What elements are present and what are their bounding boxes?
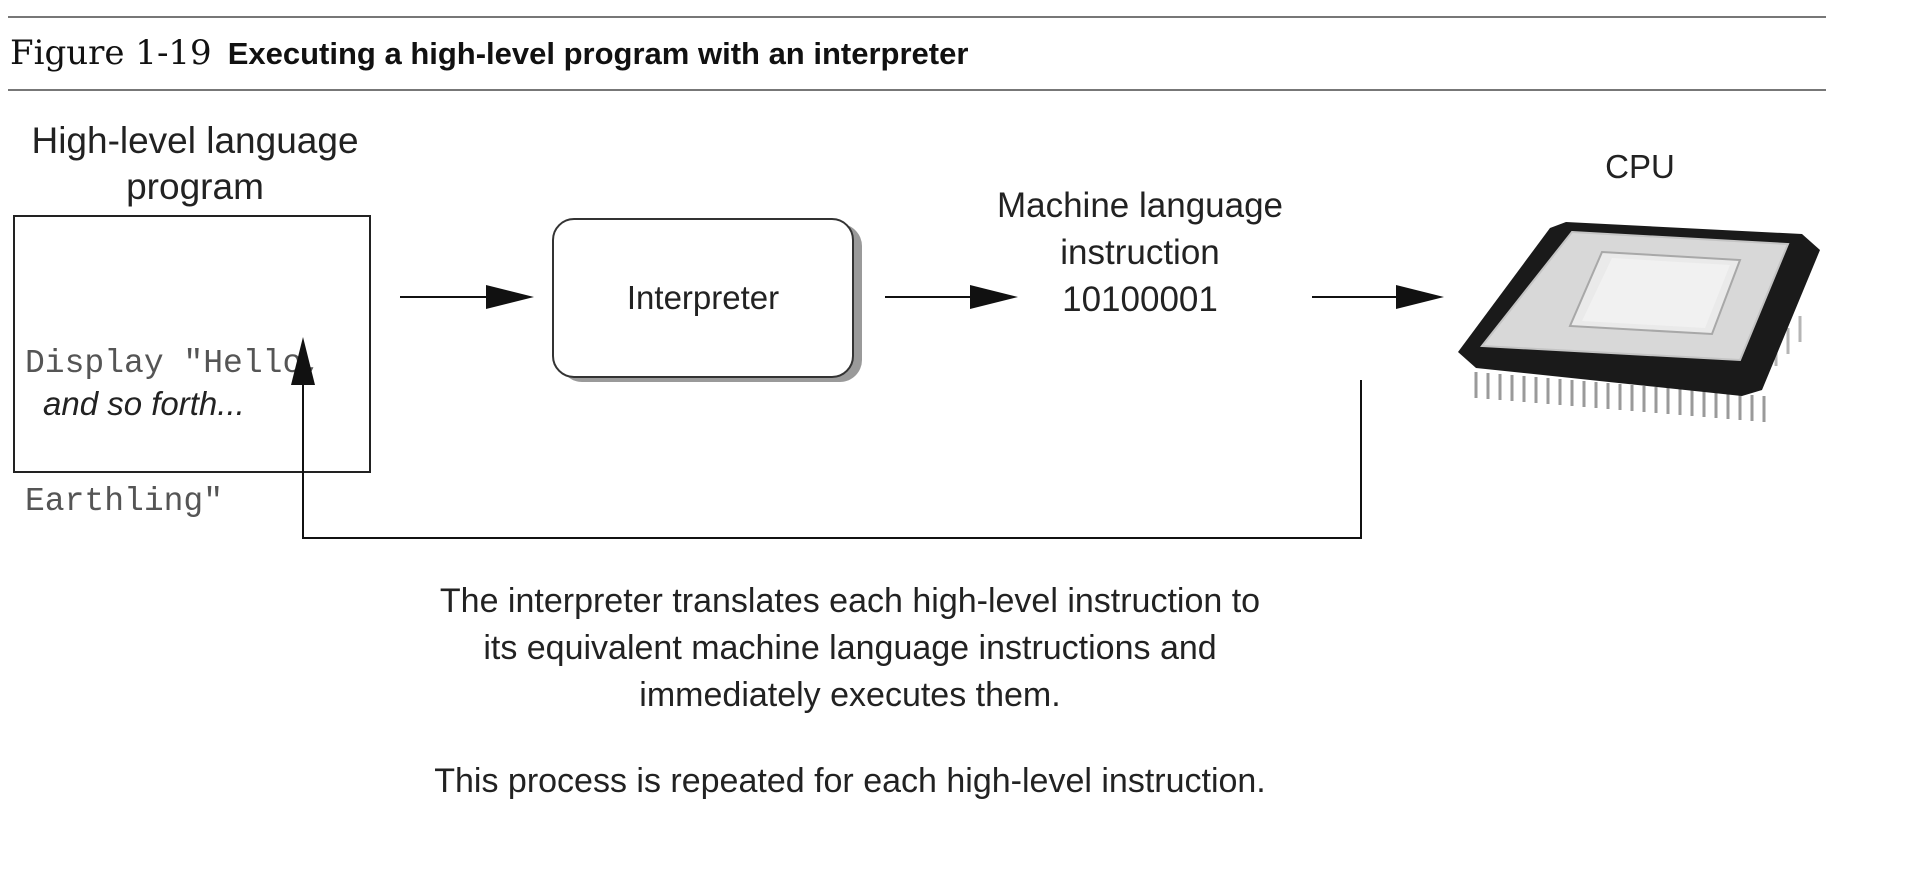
program-label-line2: program — [126, 166, 264, 207]
continuation-text: and so forth... — [43, 385, 245, 422]
figure-number: Figure 1-19 — [10, 33, 212, 73]
interpreter-box: Interpreter — [552, 218, 854, 378]
cpu-chip-icon — [1458, 222, 1820, 422]
description-text: The interpreter translates each high-lev… — [350, 578, 1350, 719]
description-line-2: its equivalent machine language instruct… — [483, 629, 1217, 667]
interpreter-label: Interpreter — [626, 279, 780, 316]
program-label-line1: High-level language — [31, 120, 359, 161]
description-line-3: immediately executes them. — [639, 676, 1061, 714]
machine-instruction-value: 10100001 — [1062, 280, 1218, 319]
arrow-interpreter-to-machine — [885, 285, 1018, 309]
top-rule — [8, 16, 1826, 18]
program-label: High-level language program — [10, 118, 380, 210]
caption-bottom-rule — [8, 89, 1826, 91]
description-line-1: The interpreter translates each high-lev… — [439, 582, 1261, 620]
code-line-2: Earthling" — [25, 483, 224, 520]
program-code: Display "Hello, Earthling" — [25, 249, 322, 617]
machine-label-line2: instruction — [1060, 233, 1220, 272]
cpu-label: CPU — [1605, 148, 1675, 185]
arrow-machine-to-cpu — [1312, 285, 1444, 309]
program-box: Display "Hello, Earthling" and so forth.… — [13, 215, 371, 520]
machine-instruction-label: Machine language instruction 10100001 — [970, 182, 1310, 323]
repeat-note: This process is repeated for each high-l… — [434, 762, 1266, 800]
figure-caption: Figure 1-19 Executing a high-level progra… — [10, 33, 968, 73]
machine-label-line1: Machine language — [996, 186, 1284, 225]
arrow-program-to-interpreter — [400, 285, 534, 309]
figure-title: Executing a high-level program with an i… — [227, 36, 969, 71]
feedback-loop-arrow — [291, 337, 1362, 539]
